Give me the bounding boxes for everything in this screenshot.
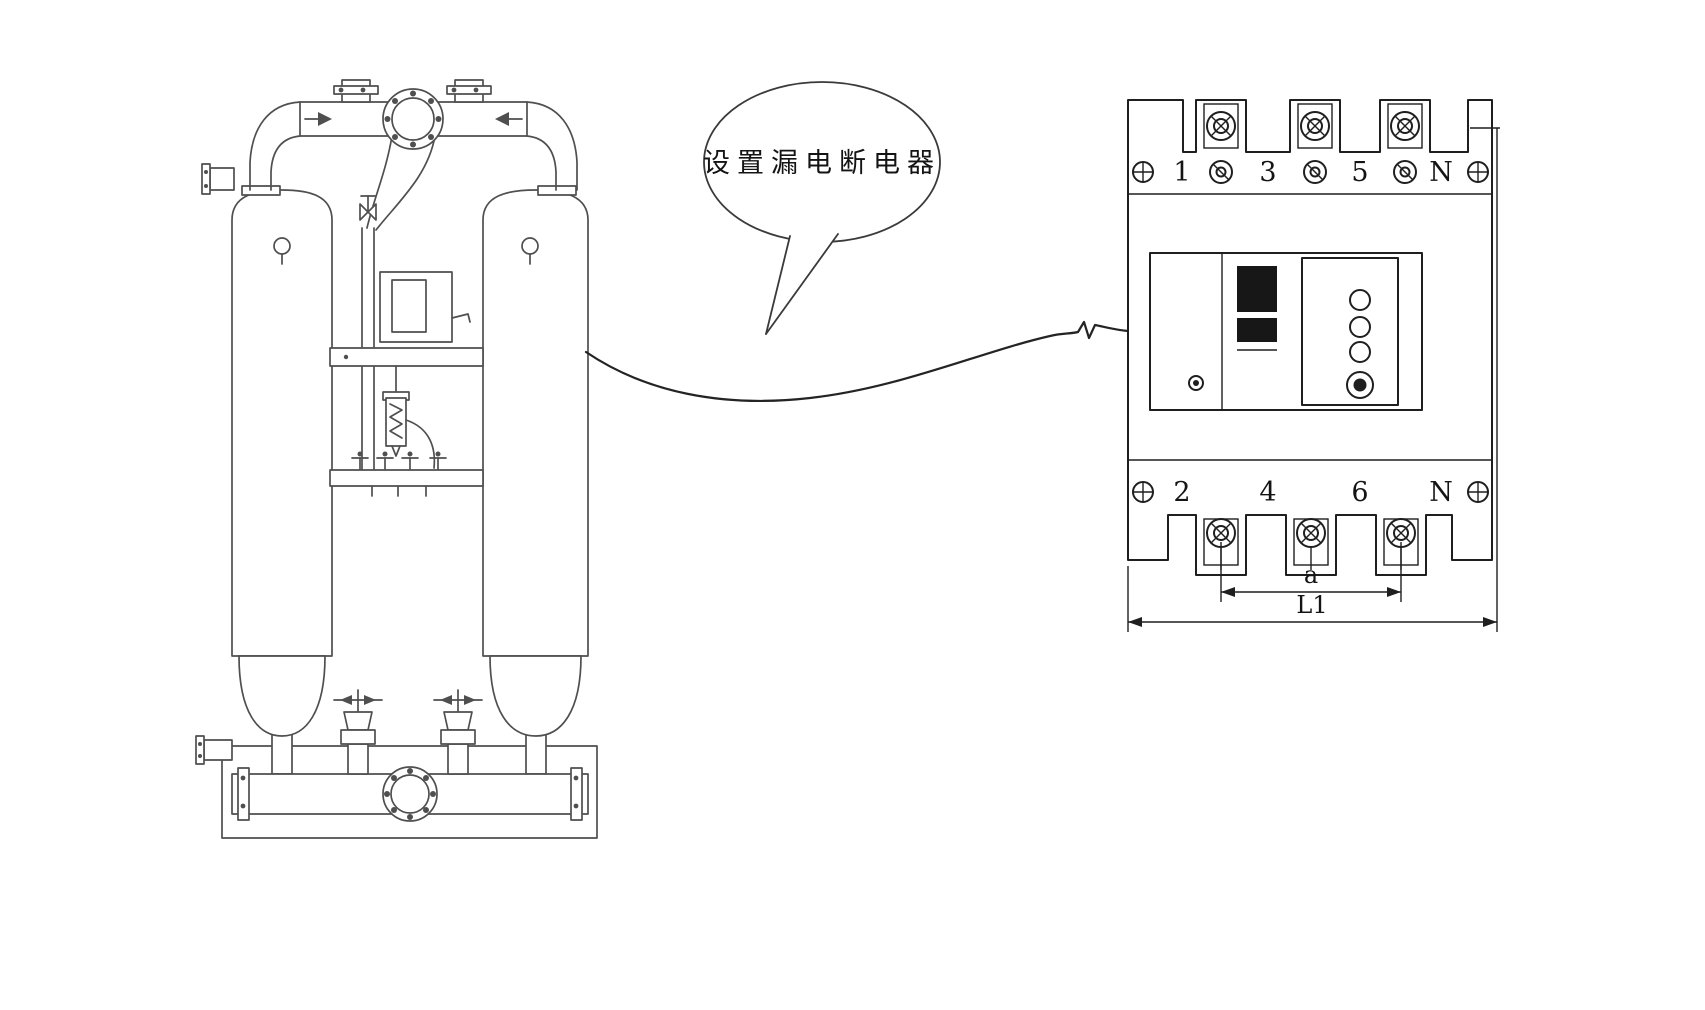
dryer-drawing [195,79,598,839]
indicator-button [1349,341,1371,363]
dryer-right-downpipe [525,733,547,775]
connection-wire [584,320,1130,402]
terminal-screw [1203,103,1239,149]
terminal-label-5: 5 [1351,157,1368,188]
indicator-button [1349,289,1371,311]
terminal-label-3: 3 [1259,157,1276,188]
control-valve [333,689,383,775]
terminal-label-4: 4 [1259,477,1276,508]
terminal-screw [1387,103,1423,149]
indicator-button [1349,316,1371,338]
dryer-filter [382,365,436,469]
dryer-bottom-valves [333,689,483,775]
terminal-label-6: 6 [1351,477,1368,508]
test-button [1346,371,1374,399]
small-hand-valves [351,451,447,471]
callout-text: 设置漏电断电器 [703,148,941,179]
dryer-right-tank [482,185,589,737]
dimension-a: a [1220,542,1402,602]
breaker-drawing: 1 3 5 N 2 [1127,99,1500,632]
breaker-terminal-labels-bottom: 2 4 6 N [1128,459,1492,508]
terminal-label-n-top: N [1429,157,1453,188]
breaker-control-panel [1149,252,1423,411]
control-valve [433,689,483,775]
dryer-support-bar-lower [329,451,484,497]
dryer-bottom-manifold [231,766,589,822]
terminal-screw [1297,103,1333,149]
dimension-l1-label: L1 [1296,591,1327,619]
flow-arrow-in [318,112,332,126]
terminal-label-n-bottom: N [1429,477,1453,508]
reset-button [1188,375,1204,391]
breaker-terminal-labels-top: 1 3 5 N [1128,157,1492,195]
breaker-bottom-terminals [1203,518,1419,570]
dryer-side-flanges [195,163,235,765]
dryer-control-box [379,271,471,343]
small-valve [359,195,377,221]
breaker-body-outline [1127,99,1493,576]
callout-bubble: 设置漏电断电器 [703,81,941,335]
dryer-base-frame [221,745,598,839]
dimension-a-label: a [1304,561,1318,589]
terminal-label-1: 1 [1173,157,1190,188]
dryer-left-tank [231,185,333,737]
dryer-left-downpipe [271,733,293,775]
terminal-label-2: 2 [1173,477,1190,508]
flow-arrow-out [495,112,509,126]
breaker-rocker-switch [1237,266,1277,312]
dryer-center-piping [359,195,377,471]
dimension-l1: L1 [1127,127,1500,632]
breaker-top-terminals [1203,103,1423,149]
dryer-top-manifold [249,79,578,231]
dryer-support-bar-upper [329,347,484,367]
terminal-screw [1293,518,1329,570]
